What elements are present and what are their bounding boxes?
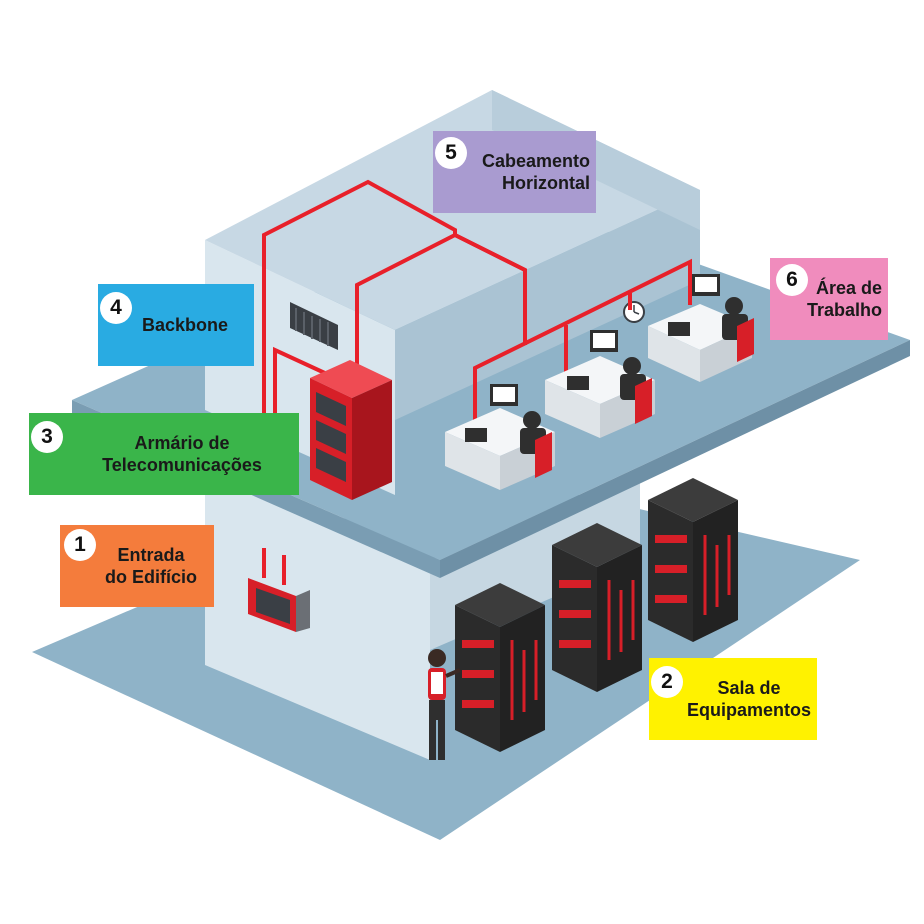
label-telecom-closet-text: Armário de Telecomunicações <box>102 433 262 475</box>
label-equipment-room-text: Sala de Equipamentos <box>687 678 812 720</box>
server-rack-2 <box>552 523 642 692</box>
label-horizontal-cabling-text: Cabeamento Horizontal <box>481 151 590 193</box>
entrance-box <box>248 548 310 632</box>
workstation-1 <box>445 384 555 490</box>
upper-floor-edge-right <box>440 340 910 578</box>
label-telecom-closet: 3 Armário de Telecomunicações <box>29 413 299 495</box>
upper-wall-right <box>395 190 700 420</box>
server-rack-3 <box>648 478 738 642</box>
clock-icon <box>623 301 645 323</box>
backbone-cables <box>262 179 527 420</box>
upper-back-wall <box>492 90 700 230</box>
label-work-area-text: Área de Trabalho <box>806 278 882 320</box>
step-number-6: 6 <box>776 264 808 296</box>
step-number-3: 3 <box>31 421 63 453</box>
label-building-entrance-text: Entrada do Edifício <box>105 545 197 587</box>
wall-vent <box>290 302 338 350</box>
workstation-2 <box>545 330 655 438</box>
technician-figure <box>428 649 461 760</box>
telecom-cabinet <box>310 360 392 500</box>
step-number-1: 1 <box>64 529 96 561</box>
label-backbone: 4 Backbone <box>98 284 254 366</box>
horizontal-cables <box>473 258 692 430</box>
label-horizontal-cabling: 5 Cabeamento Horizontal <box>433 131 596 213</box>
label-work-area: 6 Área de Trabalho <box>770 258 888 340</box>
workstation-3 <box>648 274 754 382</box>
label-backbone-text: Backbone <box>141 315 229 335</box>
step-number-5: 5 <box>435 137 467 169</box>
step-number-4: 4 <box>100 292 132 324</box>
server-rack-1 <box>455 583 545 752</box>
label-building-entrance: 1 Entrada do Edifício <box>60 525 214 607</box>
label-equipment-room: 2 Sala de Equipamentos <box>649 658 817 740</box>
step-number-2: 2 <box>651 666 683 698</box>
